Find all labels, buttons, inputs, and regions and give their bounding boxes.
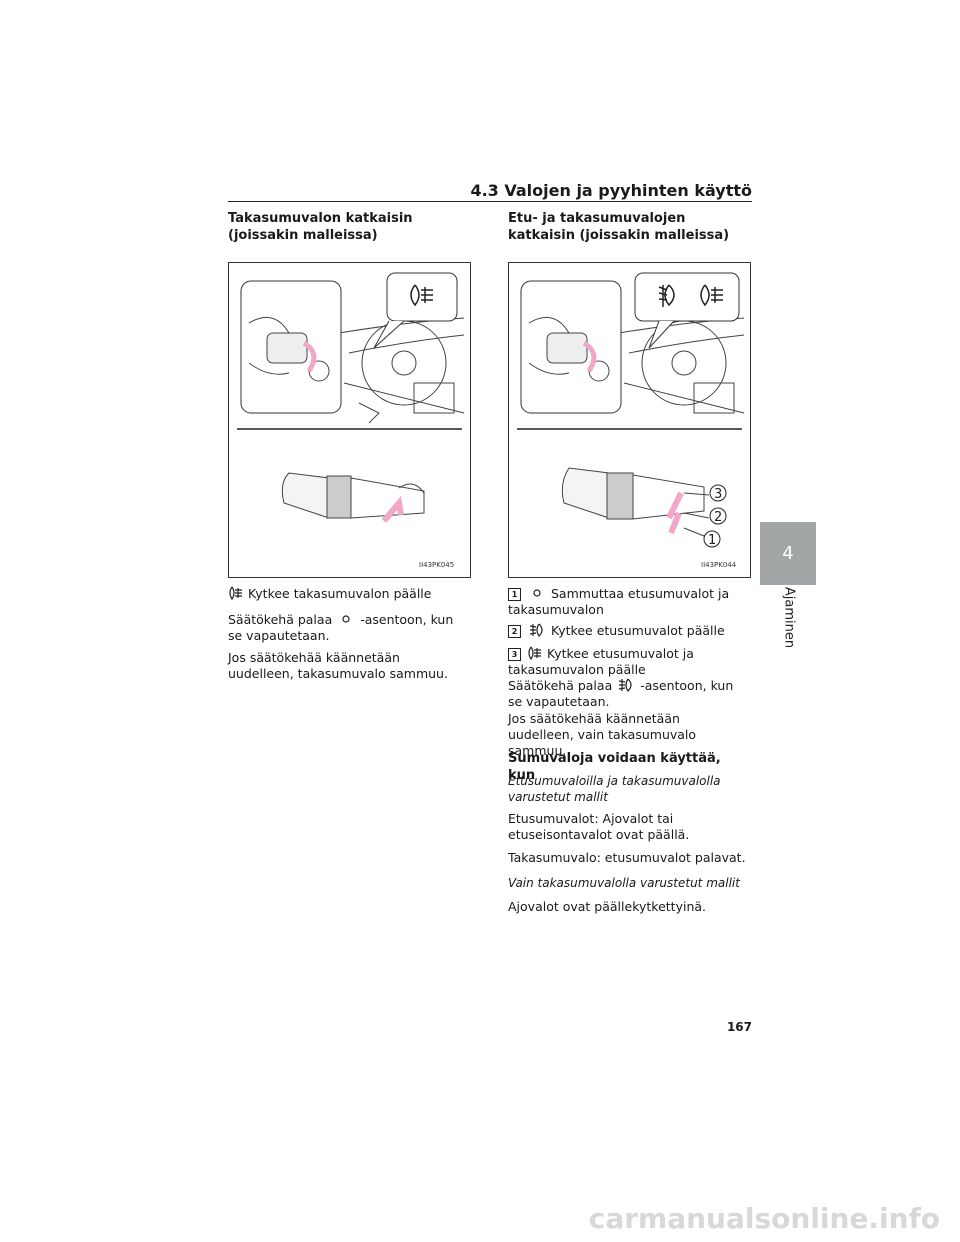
watermark: carmanualsonline.info (588, 1202, 940, 1235)
callout-2: 2 (714, 510, 722, 525)
right-figure: 3 2 1 II43PK044 (508, 262, 751, 578)
right-subheading: Sumuvaloja voidaan käyttää, kun (508, 751, 721, 783)
rear-fog-icon (410, 284, 433, 307)
header-divider (228, 201, 752, 202)
off-icon (533, 589, 541, 597)
right-item-3c: Jos säätökehää käännetään uudelleen, vai… (508, 711, 697, 758)
right-italic-2: Vain takasumuvalolla varustetut mallit (508, 876, 740, 890)
right-item-2: 2 Kytkee etusumuvalot päälle (508, 623, 752, 639)
left-figure: II43PK045 (228, 262, 471, 578)
right-paragraph-2: Takasumuvalo: etusumuvalot palavat. (508, 850, 746, 865)
item-number-2: 2 (508, 625, 521, 638)
item-text-2: Kytkee etusumuvalot päälle (550, 623, 725, 638)
chapter-tab: 4 (760, 522, 816, 585)
rotation-arrow (302, 340, 317, 373)
left-heading: Takasumuvalon katkaisin (joissakin malle… (228, 211, 413, 243)
lever-arrow-lower (668, 511, 682, 535)
left-text-3: Jos säätökehää käännetään uudelleen, tak… (228, 650, 448, 681)
item-text-3b-a: Säätökehä palaa (508, 678, 613, 693)
front-fog-icon (619, 678, 632, 692)
rear-fog-icon (229, 586, 242, 600)
item-text-3b-b: -asentoon, kun se vapautetaan. (508, 678, 734, 709)
right-italic-1: Etusumuvaloilla ja takasumuvalolla varus… (508, 774, 721, 804)
chapter-label: Ajaminen (760, 587, 816, 650)
page-number: 167 (726, 1020, 752, 1034)
lever-arrow-upper (666, 491, 684, 520)
right-figure-code: II43PK044 (701, 561, 737, 569)
left-figure-code: II43PK045 (419, 561, 454, 569)
right-item-1: 1 Sammuttaa etusumuvalot ja takasumuvalo… (508, 586, 752, 618)
left-line-2: Säätökehä palaa -asentoon, kun se vapaut… (228, 612, 468, 644)
chapter-label-text: Ajaminen (781, 586, 797, 649)
front-fog-icon (658, 284, 675, 307)
section-title: 4.3 Valojen ja pyyhinten käyttö (470, 181, 752, 200)
right-paragraph-3: Ajovalot ovat päällekytkettyinä. (508, 899, 706, 914)
right-heading: Etu- ja takasumuvalojen katkaisin (joiss… (508, 211, 730, 243)
right-item-3: 3 Kytkee etusumuvalot ja takasumuvalon p… (508, 646, 752, 678)
left-text-2b: -asentoon, kun se vapautetaan. (228, 612, 454, 643)
left-text-1: Kytkee takasumuvalon päälle (247, 586, 432, 601)
callout-1: 1 (708, 533, 716, 548)
rear-fog-icon (528, 646, 541, 660)
left-illustration: II43PK045 (237, 272, 465, 569)
rotation-arrow (582, 340, 597, 373)
front-fog-icon (529, 623, 543, 637)
rear-fog-icon (700, 284, 723, 307)
callout-3: 3 (714, 487, 722, 502)
lever-arrow (381, 496, 404, 523)
off-icon (342, 615, 350, 623)
left-line-1: Kytkee takasumuvalon päälle (228, 586, 473, 602)
item-number-3: 3 (508, 648, 521, 661)
item-text-3: Kytkee etusumuvalot ja takasumuvalon pää… (508, 646, 694, 677)
left-text-2a: Säätökehä palaa (228, 612, 333, 627)
item-text-1: Sammuttaa etusumuvalot ja takasumuvalon (508, 586, 730, 617)
right-illustration: 3 2 1 II43PK044 (517, 272, 745, 569)
right-paragraph-1: Etusumuvalot: Ajovalot tai etuseisontava… (508, 811, 690, 842)
item-number-1: 1 (508, 588, 521, 601)
right-item-3b: Säätökehä palaa -asentoon, kun se vapaut… (508, 678, 748, 710)
